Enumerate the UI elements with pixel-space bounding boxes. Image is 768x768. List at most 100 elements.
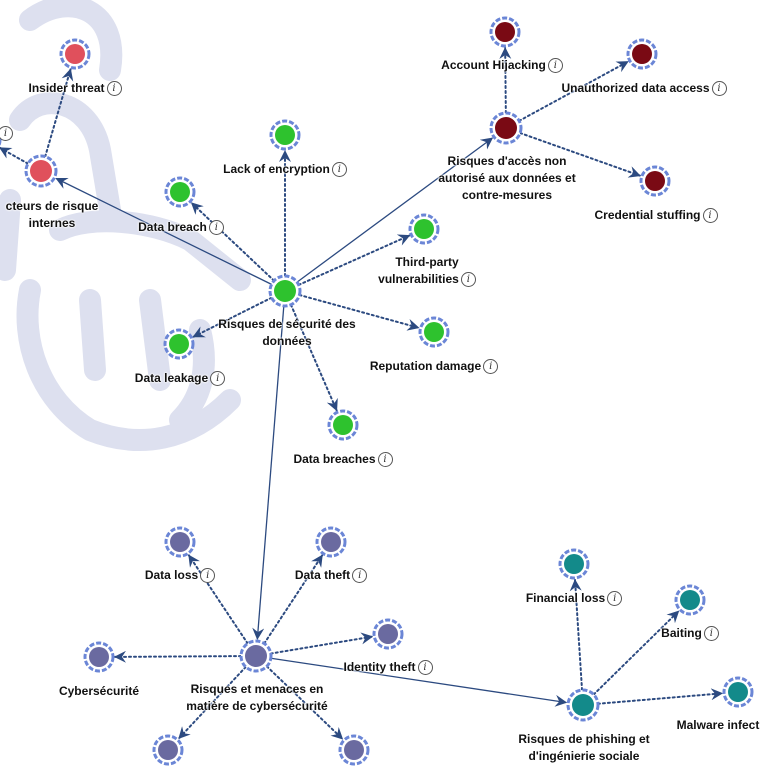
info-icon[interactable]: i [208,220,224,236]
edge-data_security_hub-to-data_breaches [289,303,338,412]
node-data-breaches[interactable] [327,409,359,441]
node-phishing-hub[interactable] [566,688,600,722]
node-credential-stuffing[interactable] [639,165,671,197]
node-label-text: Reputation damage [369,359,482,373]
node-identity-theft[interactable] [372,618,404,650]
info-icon[interactable]: i [200,568,216,584]
node-label-access-hub: Risques d'accès non autorisé aux données… [425,153,590,204]
node-dot [158,740,178,760]
node-insider-factors[interactable] [24,154,58,188]
edge-insider_factors-to-insider_threat [44,68,74,158]
info-icon[interactable]: i [483,359,499,375]
node-lack-encryption[interactable] [269,119,301,151]
node-label-text: Third-party vulnerabilities [378,255,459,286]
info-icon[interactable]: i [547,58,563,74]
info-icon[interactable]: i [0,126,13,142]
node-label-text: Account Hijacking [441,58,546,72]
node-financial-loss[interactable] [558,548,590,580]
node-dot [245,645,267,667]
edge-data_security_hub-to-third_party [297,234,411,286]
node-label-text: Risques d'accès non autorisé aux données… [438,154,576,202]
node-dot [30,160,52,182]
node-malware[interactable] [722,676,754,708]
node-dot [170,182,190,202]
node-label-text: Financial loss [525,591,606,605]
node-label-data-security-hub: Risques de sécurité des données [202,316,372,350]
node-label-text: Risques de phishing et d'ingénierie soci… [518,732,650,763]
node-dot [495,117,517,139]
node-data-loss[interactable] [164,526,196,558]
node-label-text: Data theft [294,568,351,582]
node-label-text: Identity theft [343,660,416,674]
node-third-party[interactable] [408,213,440,245]
info-icon[interactable]: i [377,452,393,468]
node-label-malware: Malware infect [658,717,768,734]
node-access-hub[interactable] [489,111,523,145]
edge-cyber_hub-to-data_loss [187,554,249,645]
node-label-text: Baiting [661,626,702,640]
info-icon[interactable]: i [607,591,623,607]
node-dot [321,532,341,552]
node-dot [169,334,189,354]
node-reputation[interactable] [418,316,450,348]
node-dot [645,171,665,191]
node-unauthorized-access[interactable] [626,38,658,70]
edge-phishing_hub-to-baiting [592,610,680,696]
node-label-cybersecurite: Cybersécurité [39,683,159,700]
node-dot [572,694,594,716]
node-dot [344,740,364,760]
node-data-security-hub[interactable] [268,274,302,308]
node-insider-threat[interactable] [59,38,91,70]
edge-access_hub-to-unauthorized_access [518,60,629,122]
node-cyber-bottom-left[interactable] [152,734,184,766]
node-dot [378,624,398,644]
node-account-hijacking[interactable] [489,16,521,48]
info-icon[interactable]: i [352,568,368,584]
node-label-text: Risques et menaces en matière de cybersé… [186,682,328,713]
info-icon[interactable]: i [210,371,226,387]
node-dot [333,415,353,435]
node-label-text: Risques de sécurité des données [218,317,356,348]
edge-data_security_hub-to-access_hub [296,137,494,283]
edge-cyber_hub-to-cybersecurite [113,650,243,663]
node-label-text: Malware infect [676,718,760,732]
node-cyber-bottom-right[interactable] [338,734,370,766]
info-icon[interactable]: i [702,208,718,224]
info-icon[interactable]: i [460,272,476,288]
edge-data_security_hub-to-reputation [298,293,420,331]
node-label-text: Insider threat [28,81,105,95]
edge-insider_factors-to-partial_left [0,146,29,165]
edge-access_hub-to-account_hijacking [499,46,512,115]
node-data-leakage[interactable] [163,328,195,360]
info-icon[interactable]: i [331,162,347,178]
node-cyber-hub[interactable] [239,639,273,673]
info-icon[interactable]: i [106,81,122,97]
node-label-text: Unauthorized data access [561,81,710,95]
edge-cyber_hub-to-identity_theft [269,632,374,655]
info-icon[interactable]: i [417,660,433,676]
node-label-text: cteurs de risque internes [5,199,99,230]
info-icon[interactable]: i [711,81,727,97]
node-dot [728,682,748,702]
edge-cyber_hub-to-phishing_hub [270,657,568,707]
node-dot [632,44,652,64]
node-data-breach[interactable] [164,176,196,208]
info-icon[interactable]: i [703,626,719,642]
node-dot [65,44,85,64]
node-label-text: Data breaches [293,452,376,466]
node-baiting[interactable] [674,584,706,616]
node-data-theft[interactable] [315,526,347,558]
node-label-phishing-hub: Risques de phishing et d'ingénierie soci… [504,731,664,765]
node-cybersecurite[interactable] [83,641,115,673]
